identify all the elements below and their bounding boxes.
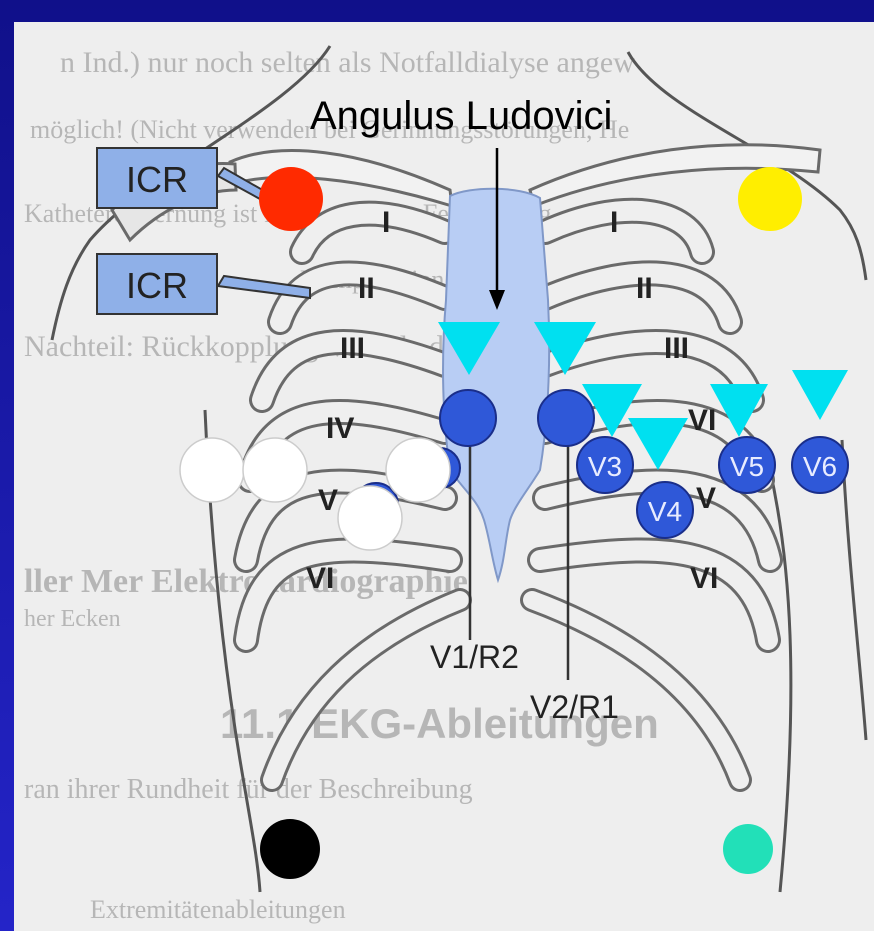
rib — [272, 600, 460, 780]
rib — [302, 214, 445, 252]
rib-label-left: IV — [326, 412, 354, 445]
v6-marker — [792, 370, 848, 420]
rib-label-left: II — [358, 272, 375, 305]
rib-label-left: III — [340, 332, 365, 365]
rib-label-right: I — [610, 206, 618, 239]
background-text-line: n Ind.) nur noch selten als Notfalldialy… — [60, 46, 635, 79]
rib-label-left: I — [382, 206, 390, 239]
white-electrode — [386, 438, 450, 502]
white-electrode — [338, 486, 402, 550]
red-limb-electrode — [259, 167, 323, 231]
green-limb-electrode — [723, 824, 773, 874]
rib-label-left: V — [318, 484, 338, 517]
rib-label-right: II — [636, 272, 653, 305]
right-arm-outline — [842, 440, 866, 740]
lead-label-v1-r2: V1/R2 — [430, 639, 519, 675]
v4-marker — [628, 418, 688, 470]
v4-label: V4 — [648, 496, 682, 527]
lead-label-v2-r1: V2/R1 — [530, 689, 619, 725]
angulus-ludovici-label: Angulus Ludovici — [310, 94, 612, 139]
yellow-limb-electrode — [738, 167, 802, 231]
white-electrode — [243, 438, 307, 502]
rib-label-right: V — [696, 482, 716, 515]
rib-label-left: VI — [306, 562, 334, 595]
background-text-line: her Ecken — [24, 606, 121, 632]
rib-label-right: III — [664, 332, 689, 365]
v2-electrode — [538, 390, 594, 446]
rib — [545, 211, 702, 252]
rib-label-right: VI — [688, 404, 716, 437]
black-limb-electrode — [260, 819, 320, 879]
rib-label-right: VI — [690, 562, 718, 595]
v5-label: V5 — [730, 451, 764, 482]
v1-electrode — [440, 390, 496, 446]
background-text-line: Extremitätenableitungen — [90, 895, 346, 924]
white-electrode — [180, 438, 244, 502]
rib — [272, 600, 460, 780]
v3-label: V3 — [588, 451, 622, 482]
v6-label: V6 — [803, 451, 837, 482]
icr-callout-label: ICR — [126, 159, 188, 200]
icr-callout-label: ICR — [126, 265, 188, 306]
